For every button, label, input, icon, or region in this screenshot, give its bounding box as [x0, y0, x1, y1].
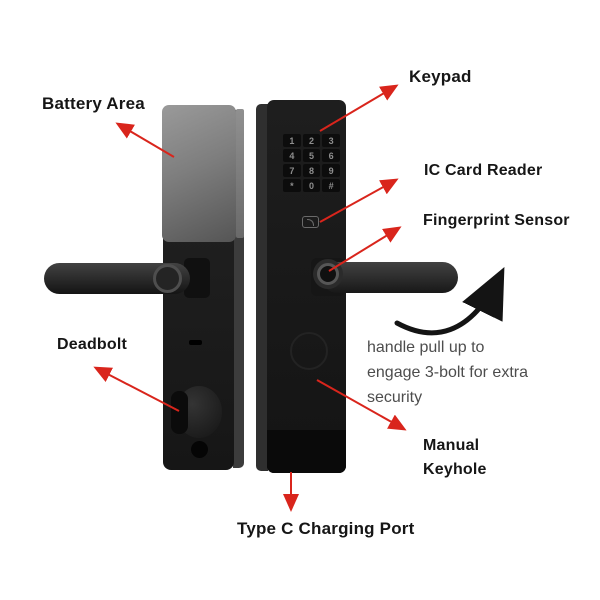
- fingerprint-sensor-ring: [317, 263, 339, 285]
- label-manual-keyhole: Manual Keyhole: [423, 434, 487, 482]
- keypad-key: 0: [302, 179, 321, 192]
- label-type-c-charging-port: Type C Charging Port: [237, 519, 415, 538]
- keypad-key: 9: [322, 164, 340, 177]
- keypad-key: 7: [283, 164, 301, 177]
- handle-pull-up-note: handle pull up to engage 3-bolt for extr…: [367, 335, 572, 410]
- note-line1: handle pull up to: [367, 339, 485, 356]
- battery-cover-edge: [236, 109, 244, 238]
- label-battery-area: Battery Area: [42, 94, 145, 113]
- note-line2: engage 3-bolt for extra: [367, 364, 528, 381]
- ic-card-reader-icon: [302, 216, 319, 228]
- rear-screw-hole: [191, 441, 208, 458]
- keypad-key: 1: [283, 134, 301, 147]
- keypad-key: 3: [322, 134, 340, 147]
- deadbolt-thumbturn-grip: [171, 391, 188, 434]
- keyhole-cover-circle: [290, 332, 328, 370]
- label-deadbolt: Deadbolt: [57, 336, 128, 353]
- note-line3: security: [367, 389, 423, 406]
- rear-indicator-slot: [189, 340, 202, 345]
- label-ic-card-reader: IC Card Reader: [424, 162, 543, 179]
- keypad-key: 4: [283, 149, 301, 162]
- keypad-key: #: [322, 179, 340, 192]
- label-keypad: Keypad: [409, 67, 472, 86]
- keypad-key: 2: [302, 134, 321, 147]
- label-manual-keyhole-line1: Manual: [423, 437, 480, 454]
- rear-lock-side-edge: [233, 110, 244, 468]
- battery-cover-panel: [162, 105, 236, 242]
- keypad-key: 6: [322, 149, 340, 162]
- keypad-key: 8: [302, 164, 321, 177]
- front-lock-side-edge: [256, 104, 268, 471]
- front-lock-bottom-cap: [267, 430, 346, 473]
- rear-handle-ring: [153, 264, 182, 293]
- label-manual-keyhole-line2: Keyhole: [423, 461, 487, 478]
- keypad-key: 5: [302, 149, 321, 162]
- keypad-grid: 1 2 3 4 5 6 7 8 9 * 0 #: [283, 134, 340, 192]
- keypad-key: *: [283, 179, 301, 192]
- label-fingerprint-sensor: Fingerprint Sensor: [423, 212, 570, 229]
